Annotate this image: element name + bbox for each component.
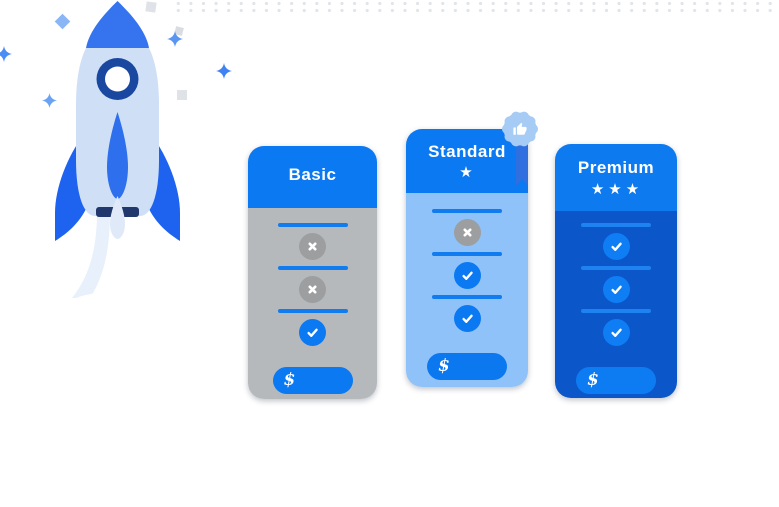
price-button[interactable]: $: [576, 367, 656, 394]
card-title: Premium: [577, 158, 655, 178]
check-icon: [453, 262, 481, 289]
dollar-sign: $: [587, 370, 599, 390]
card-features: [432, 209, 502, 338]
plus-icon: [679, 417, 710, 448]
feature-line: [581, 266, 651, 270]
cloud-icon: [343, 431, 431, 493]
dot-icon: [743, 377, 751, 385]
sparkle-icon: [383, 243, 397, 257]
card-stars: ★★★: [590, 180, 644, 198]
plus-icon: [632, 61, 659, 88]
card-title: Standard: [428, 141, 506, 161]
dollar-sign: $: [438, 356, 450, 376]
card-features: [581, 223, 651, 352]
thumbs-up-icon: [513, 122, 527, 135]
card-stars: ★: [459, 164, 477, 182]
plus-icon: [736, 142, 769, 175]
cloud-icon: [557, 437, 625, 489]
cloud-icon: [602, 124, 644, 142]
badge-ribbon: [516, 144, 528, 186]
cloud-outline-icon: [367, 35, 483, 117]
card-title: Basic: [288, 165, 337, 185]
feature-row: [432, 295, 502, 338]
award-badge: [502, 111, 538, 186]
check-icon: [299, 319, 326, 346]
sparkle-icon: [216, 63, 232, 79]
rocket-window: [105, 66, 130, 92]
feature-row: [581, 266, 651, 309]
sparkle-icon: [701, 253, 751, 303]
feature-line: [432, 295, 502, 299]
plus-icon: [469, 397, 496, 424]
card-header: Premium ★★★: [555, 144, 677, 211]
feature-line: [432, 209, 502, 213]
dotted-pattern: [172, 0, 778, 13]
feature-row: [277, 266, 348, 309]
feature-row: [432, 252, 502, 295]
badge-scallop: [502, 111, 538, 147]
card-features: [277, 223, 348, 352]
feature-line: [277, 266, 348, 270]
pricing-card-standard: Standard ★ $: [406, 129, 528, 387]
feature-row: [277, 309, 348, 352]
cloud-puff: [195, 203, 249, 257]
rocket-illustration: [30, 1, 249, 383]
check-icon: [602, 276, 630, 303]
sparkle-icon: [128, 421, 152, 445]
cloud-icon: [274, 15, 344, 41]
price-button[interactable]: $: [427, 353, 507, 380]
sparkle-icon: [167, 31, 183, 47]
check-icon: [453, 305, 481, 332]
sparkle-icon: [42, 93, 57, 108]
card-header: Basic: [248, 146, 377, 208]
feature-row: [277, 223, 348, 266]
check-icon: [602, 319, 630, 346]
feature-line: [581, 309, 651, 313]
feature-line: [432, 252, 502, 256]
feature-row: [581, 223, 651, 266]
card-body: $: [555, 211, 677, 398]
feature-line: [277, 309, 348, 313]
pricing-card-basic: Basic $: [248, 146, 377, 399]
rocket-flame: [110, 196, 125, 239]
cross-icon: [299, 233, 326, 260]
rocket-nose-cone: [86, 1, 149, 48]
sparkle-icon: [0, 46, 12, 62]
feature-row: [581, 309, 651, 352]
cross-icon: [453, 219, 481, 246]
feature-row: [432, 209, 502, 252]
exhaust-cloud: [48, 289, 192, 383]
square-icon: [177, 90, 187, 100]
check-icon: [602, 233, 630, 260]
feature-line: [277, 223, 348, 227]
dollar-sign: $: [283, 370, 296, 390]
card-body: $: [406, 193, 528, 387]
rocket-exhaust-shade: [72, 212, 110, 298]
pricing-card-premium: Premium ★★★ $: [555, 144, 677, 398]
cross-icon: [299, 276, 326, 303]
rocket-center-fin: [107, 112, 128, 199]
sparkle-icon: [215, 334, 245, 364]
feature-line: [581, 223, 651, 227]
price-button[interactable]: $: [272, 367, 353, 394]
card-body: $: [248, 208, 377, 399]
